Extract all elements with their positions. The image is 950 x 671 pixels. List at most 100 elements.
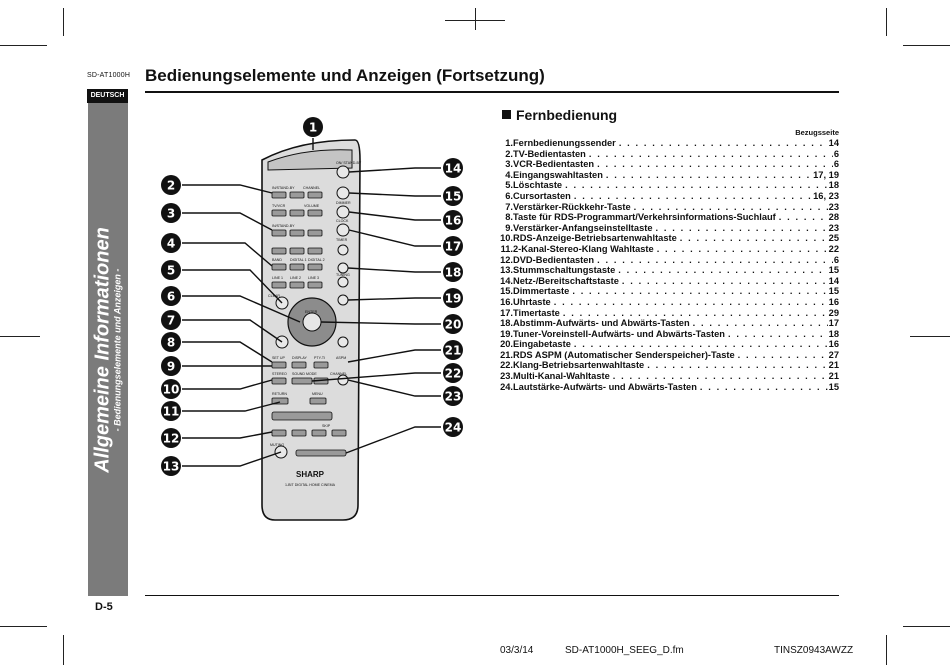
reference-list-item: 22.Klang-Betriebsartenwahltaste . . . . …: [500, 360, 839, 371]
reference-list-item: 19.Tuner-Voreinstell-Aufwärts- und Abwär…: [500, 329, 839, 340]
item-text: Löschtaste: [513, 180, 563, 191]
leader-dots: . . . . . . . . . . . . . . . . . . . . …: [573, 190, 813, 201]
callout-badge: [161, 260, 181, 280]
svg-text:CHANNEL: CHANNEL: [330, 372, 347, 376]
item-text: Verstärker-Rückkehr-Taste: [513, 201, 631, 212]
callout-number: 3: [167, 207, 175, 221]
svg-text:STEREO: STEREO: [272, 372, 287, 376]
svg-text:DIGITAL 1: DIGITAL 1: [290, 258, 307, 262]
callout-badge: [443, 314, 463, 334]
item-number: 13.: [500, 265, 513, 276]
item-page: 18: [828, 180, 839, 191]
svg-text:DIGITAL 2: DIGITAL 2: [308, 258, 325, 262]
item-number: 19.: [500, 328, 513, 339]
item-text: 2-Kanal-Stereo-Klang Wahltaste: [513, 243, 654, 254]
item-page: 23: [828, 222, 839, 233]
svg-text:SKIP: SKIP: [322, 424, 331, 428]
callout-badge: [161, 356, 181, 376]
tv-power-button: [271, 191, 287, 199]
svg-text:SET UP: SET UP: [272, 356, 286, 360]
sidebar-subtitle: - Bedienungselemente und Anzeigen -: [112, 268, 123, 431]
footer-code: TINSZ0943AWZZ: [774, 645, 854, 656]
callout-number: 13: [163, 460, 180, 474]
page-title: Bedienungselemente und Anzeigen (Fortset…: [145, 66, 545, 85]
item-number: 23.: [500, 371, 513, 382]
bottom-rule: [145, 595, 839, 596]
item-page: 17, 19: [813, 169, 839, 180]
svg-text:RETURN: RETURN: [272, 392, 287, 396]
callout-number: 15: [445, 190, 462, 204]
item-number: 4.: [505, 169, 513, 180]
callout-number: 22: [445, 367, 462, 381]
callout-badge: [443, 158, 463, 178]
reference-list-item: 6.Cursortasten . . . . . . . . . . . . .…: [500, 191, 839, 202]
reference-list: 1.Fernbedienungssender . . . . . . . . .…: [500, 138, 839, 392]
callout-number: 18: [445, 266, 462, 280]
reference-list-item: 14.Netz-/Bereitschaftstaste . . . . . . …: [500, 276, 839, 287]
crop-mark: [63, 8, 64, 36]
language-tab: DEUTSCH: [87, 89, 128, 103]
svg-text:BAND: BAND: [272, 258, 282, 262]
reference-list-item: 7.Verstärker-Rückkehr-Taste . . . . . . …: [500, 202, 839, 213]
item-page: 16: [828, 339, 839, 350]
svg-text:LINE 2: LINE 2: [290, 276, 301, 280]
callout-badge: [443, 262, 463, 282]
item-page: 21: [828, 360, 839, 371]
item-page: 17: [828, 318, 839, 329]
callout-badge: [161, 310, 181, 330]
item-text: DVD-Bedientasten: [513, 254, 595, 265]
svg-text:MENU: MENU: [312, 392, 323, 396]
item-page: 22: [828, 243, 839, 254]
item-number: 8.: [505, 212, 513, 223]
leader-dots: . . . . . . . . . . . . . . . . . . . . …: [621, 275, 828, 286]
svg-text:IN/STAND-BY: IN/STAND-BY: [272, 224, 295, 228]
svg-text:ON/ STAND-BY: ON/ STAND-BY: [336, 161, 362, 165]
item-text: Verstärker-Anfangseinstelltaste: [513, 222, 653, 233]
crop-mark: [475, 8, 476, 30]
callout-number: 2: [167, 179, 175, 193]
svg-text:LINE 3: LINE 3: [308, 276, 319, 280]
leader-dots: . . . . . . . . . . . . . . . . . . . . …: [562, 307, 828, 318]
item-number: 14.: [500, 275, 513, 286]
item-page: 15: [828, 381, 839, 392]
remote-top-lens: [267, 149, 353, 171]
remote-model-line: 1-BIT DIGITAL HOME CINEMA: [285, 483, 336, 487]
callout-number: 21: [445, 344, 462, 358]
leader-dots: . . . . . . . . . . . . . . . . . . . . …: [597, 254, 833, 265]
item-number: 10.: [500, 233, 513, 244]
callout-number: 4: [167, 237, 175, 251]
item-page: 16: [828, 296, 839, 307]
leader-dots: . . . . . . . . . . . . . . . . . . . . …: [612, 371, 828, 382]
leader-dots: . . . . . . . . . . . . . . . . . . . . …: [647, 360, 828, 371]
item-page: 6: [833, 148, 839, 159]
item-text: Abstimm-Aufwärts- und Abwärts-Tasten: [513, 318, 690, 329]
svg-text:LINE 1: LINE 1: [272, 276, 283, 280]
leader-dots: . . . . . . . . . . . . . . . . . . . . …: [565, 180, 828, 191]
svg-text:VOLUME: VOLUME: [304, 204, 320, 208]
svg-text:CHANNEL: CHANNEL: [303, 186, 320, 190]
reference-list-item: 13.Stummschaltungstaste . . . . . . . . …: [500, 265, 839, 276]
footer-file: SD-AT1000H_SEEG_D.fm: [565, 645, 684, 656]
callout-badge: [161, 175, 181, 195]
callout-badge: [443, 186, 463, 206]
crop-mark: [0, 626, 47, 627]
callout-badge: [161, 456, 181, 476]
callout-number: 16: [445, 214, 462, 228]
item-number: 3.: [505, 159, 513, 170]
crop-mark: [903, 626, 950, 627]
reference-list-item: 12.DVD-Bedientasten . . . . . . . . . . …: [500, 255, 839, 266]
reference-list-item: 1.Fernbedienungssender . . . . . . . . .…: [500, 138, 839, 149]
leader-dots: . . . . . . . . . . . . . . . . . . . . …: [737, 349, 828, 360]
reference-list-item: 24.Lautstärke-Aufwärts- und Abwärts-Tast…: [500, 382, 839, 393]
page-number: D-5: [95, 601, 113, 613]
callout-badge: [161, 428, 181, 448]
callout-number: 5: [167, 264, 175, 278]
callout-badge: [443, 363, 463, 383]
callout-number: 6: [167, 290, 175, 304]
reference-list-item: 9.Verstärker-Anfangseinstelltaste . . . …: [500, 223, 839, 234]
item-text: RDS ASPM (Automatischer Senderspeicher)-…: [513, 349, 735, 360]
svg-text:ASPM: ASPM: [336, 356, 346, 360]
callout-number: 23: [445, 390, 462, 404]
callout-badge: [161, 233, 181, 253]
crop-mark: [445, 20, 505, 21]
